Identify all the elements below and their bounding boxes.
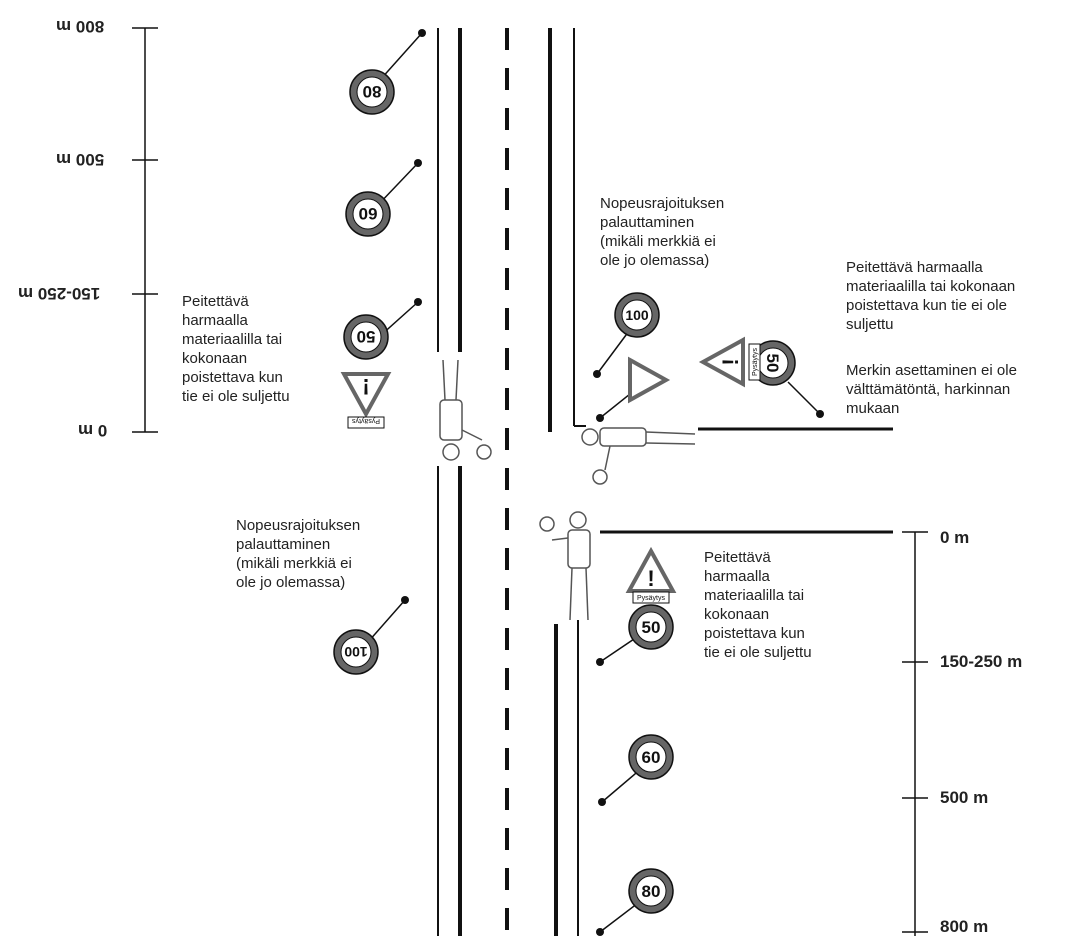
speed-sign-left-60-value: 60 bbox=[359, 204, 378, 223]
speed-sign-left-50: 50 bbox=[343, 314, 389, 360]
speed-sign-right-50: 50 bbox=[628, 604, 674, 650]
speed-sign-left-80: 80 bbox=[349, 69, 395, 115]
note-right-optional: Merkin asettaminen ei ole välttämätöntä,… bbox=[846, 362, 1017, 417]
left-scale-label-150-250: 150-250 m bbox=[18, 284, 101, 303]
note-left-restore: Nopeusrajoituksen palauttaminen (mikäli … bbox=[236, 517, 361, 591]
speed-sign-right-80: 80 bbox=[628, 868, 674, 914]
left-scale-label-500: 500 m bbox=[56, 150, 105, 169]
dot-left-50 bbox=[414, 298, 422, 306]
speed-sign-left-80-value: 80 bbox=[363, 82, 382, 101]
traffic-controller-top-right bbox=[581, 427, 696, 485]
speed-sign-left-100: 100 bbox=[333, 629, 379, 675]
left-scale-label-800: 800 m bbox=[56, 17, 105, 36]
warning-sign-right-rotated: ! Pysäytys bbox=[698, 336, 761, 388]
speed-sign-top-100: 100 bbox=[614, 292, 660, 338]
sign-posts bbox=[367, 32, 821, 933]
speed-sign-left-50-value: 50 bbox=[357, 327, 376, 346]
note-top-restore: Nopeusrajoituksen palauttaminen (mikäli … bbox=[600, 195, 725, 269]
dot-right-80 bbox=[596, 928, 604, 936]
warning-sign-bottom: ! Pysäytys bbox=[625, 546, 677, 604]
dot-left-100 bbox=[401, 596, 409, 604]
post-left-60 bbox=[377, 162, 419, 206]
dot-top-triangle bbox=[596, 414, 604, 422]
stop-plate-right-text: Pysäytys bbox=[752, 348, 759, 377]
traffic-controller-left bbox=[439, 359, 492, 461]
right-scale-label-0: 0 m bbox=[940, 528, 970, 547]
speed-sign-right-60: 60 bbox=[628, 734, 674, 780]
right-scale-label-800: 800 m bbox=[940, 917, 989, 936]
stop-plate-bottom-text: Pysäytys bbox=[637, 595, 666, 602]
post-left-100 bbox=[367, 599, 406, 643]
dot-left-60 bbox=[414, 159, 422, 167]
left-distance-scale bbox=[132, 27, 158, 433]
dot-right-50b bbox=[596, 658, 604, 666]
right-scale-label-150-250: 150-250 m bbox=[940, 652, 1023, 671]
road-lines bbox=[437, 28, 893, 936]
warning-sign-left-flipped: ! Pysäytys bbox=[340, 372, 392, 429]
post-right-60 bbox=[601, 767, 643, 803]
dot-right-60 bbox=[598, 798, 606, 806]
stop-plate-left-text: Pysäytys bbox=[352, 417, 381, 424]
note-left-cover: Peitettävä harmaalla materiaalilla tai k… bbox=[182, 293, 290, 405]
right-scale-label-500: 500 m bbox=[940, 788, 989, 807]
right-distance-scale bbox=[902, 531, 928, 936]
dot-right-50 bbox=[816, 410, 824, 418]
svg-text:!: ! bbox=[647, 566, 654, 591]
speed-sign-top-50-value: 50 bbox=[763, 354, 782, 373]
post-base-dots bbox=[401, 29, 824, 936]
dot-top-100 bbox=[593, 370, 601, 378]
speed-sign-right-50-value: 50 bbox=[642, 618, 661, 637]
speed-sign-left-60: 60 bbox=[345, 191, 391, 237]
speed-sign-left-100-value: 100 bbox=[344, 644, 368, 660]
yield-sign-top bbox=[628, 356, 671, 404]
note-right-cover: Peitettävä harmaalla materiaalilla tai k… bbox=[846, 259, 1016, 333]
svg-text:!: ! bbox=[718, 358, 743, 365]
speed-sign-right-60-value: 60 bbox=[642, 748, 661, 767]
speed-sign-top-100-value: 100 bbox=[625, 307, 649, 323]
post-left-80 bbox=[379, 32, 423, 81]
speed-sign-right-80-value: 80 bbox=[642, 882, 661, 901]
traffic-controller-bottom bbox=[539, 511, 591, 621]
left-scale-label-0: 0 m bbox=[78, 421, 108, 440]
note-bottom-cover: Peitettävä harmaalla materiaalilla tai k… bbox=[704, 549, 812, 661]
post-right-50 bbox=[787, 381, 821, 415]
dot-left-80 bbox=[418, 29, 426, 37]
svg-text:!: ! bbox=[362, 374, 369, 399]
